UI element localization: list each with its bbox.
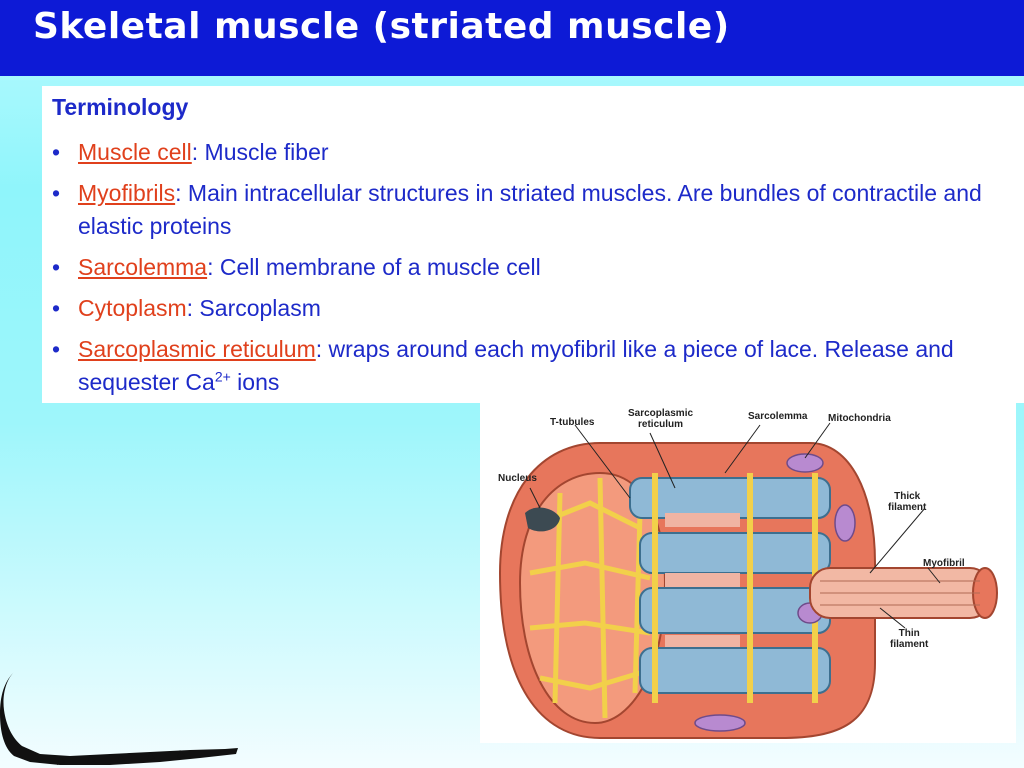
term-cytoplasm: Cytoplasm — [78, 295, 187, 321]
label-line: Sarcoplasmic — [628, 408, 694, 419]
terminology-heading: Terminology — [52, 94, 189, 120]
label-thick-filament: Thick filament — [888, 491, 926, 513]
label-nucleus: Nucleus — [498, 473, 537, 484]
definition-tail: ions — [230, 369, 280, 395]
definition-text: : Cell membrane of a muscle cell — [207, 254, 541, 280]
muscle-fiber-diagram: T-tubules Sarcoplasmic reticulum Sarcole… — [480, 403, 1016, 743]
definition-text: : Muscle fiber — [191, 139, 329, 165]
definition-text: : wraps around each myofibril like a pie… — [78, 336, 954, 395]
superscript-charge: 2+ — [214, 368, 231, 385]
muscle-fiber-illustration — [498, 422, 998, 739]
label-line: filament — [888, 502, 927, 513]
label-thin-filament: Thin filament — [890, 628, 928, 650]
list-item: Cytoplasm: Sarcoplasm — [52, 292, 1012, 325]
label-line: filament — [890, 639, 929, 650]
list-item: Sarcoplasmic reticulum: wraps around eac… — [52, 333, 1012, 399]
label-line: Thin — [898, 628, 920, 639]
label-line: Thick — [894, 491, 921, 502]
title-bar: Skeletal muscle (striated muscle) — [0, 0, 1024, 76]
label-sarcoplasmic-reticulum: Sarcoplasmic reticulum — [628, 408, 693, 430]
list-item: Sarcolemma: Cell membrane of a muscle ce… — [52, 251, 1012, 284]
label-myofibril: Myofibril — [923, 558, 965, 569]
term-sarcolemma: Sarcolemma — [78, 254, 208, 280]
terminology-list: Muscle cell: Muscle fiber Myofibrils: Ma… — [52, 136, 1012, 407]
list-item: Muscle cell: Muscle fiber — [52, 136, 1012, 169]
definition-text: : Main intracellular structures in stria… — [78, 180, 982, 239]
term-sarcoplasmic-reticulum: Sarcoplasmic reticulum — [78, 336, 316, 362]
label-mitochondria: Mitochondria — [828, 413, 891, 424]
terminology-panel: Terminology Muscle cell: Muscle fiber My… — [42, 86, 1024, 403]
term-myofibrils: Myofibrils — [78, 180, 176, 206]
list-item: Myofibrils: Main intracellular structure… — [52, 177, 1012, 243]
slide-title: Skeletal muscle (striated muscle) — [33, 6, 730, 47]
label-line: reticulum — [638, 419, 684, 430]
label-t-tubules: T-tubules — [550, 417, 595, 428]
crocodile-icon — [0, 672, 238, 765]
definition-text: : Sarcoplasm — [186, 295, 321, 321]
term-muscle-cell: Muscle cell — [78, 139, 192, 165]
label-sarcolemma: Sarcolemma — [748, 411, 808, 422]
